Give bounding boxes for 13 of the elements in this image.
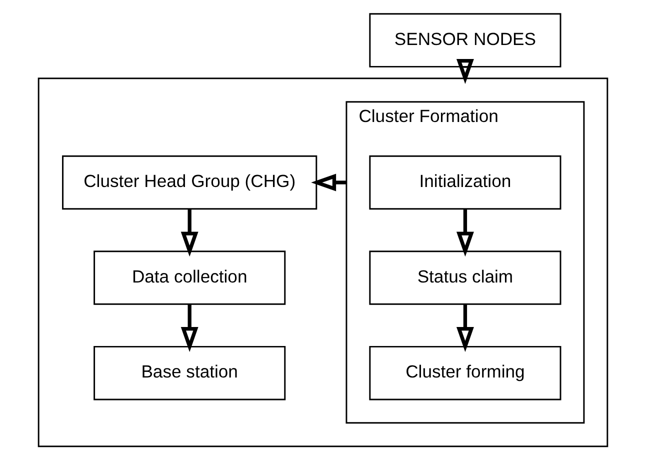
arrow	[456, 209, 474, 257]
node-box: Cluster Head Group (CHG)	[62, 155, 318, 210]
node-box: Initialization	[369, 155, 562, 210]
node-box: Data collection	[94, 250, 286, 305]
node-box: Cluster forming	[369, 346, 562, 400]
arrow	[180, 304, 198, 352]
node-box: Base station	[94, 346, 286, 400]
arrow	[456, 304, 474, 352]
arrow	[456, 58, 474, 84]
arrow	[180, 209, 198, 257]
cluster	[38, 78, 608, 448]
node-box: Status claim	[369, 250, 562, 305]
arrow	[311, 174, 346, 192]
